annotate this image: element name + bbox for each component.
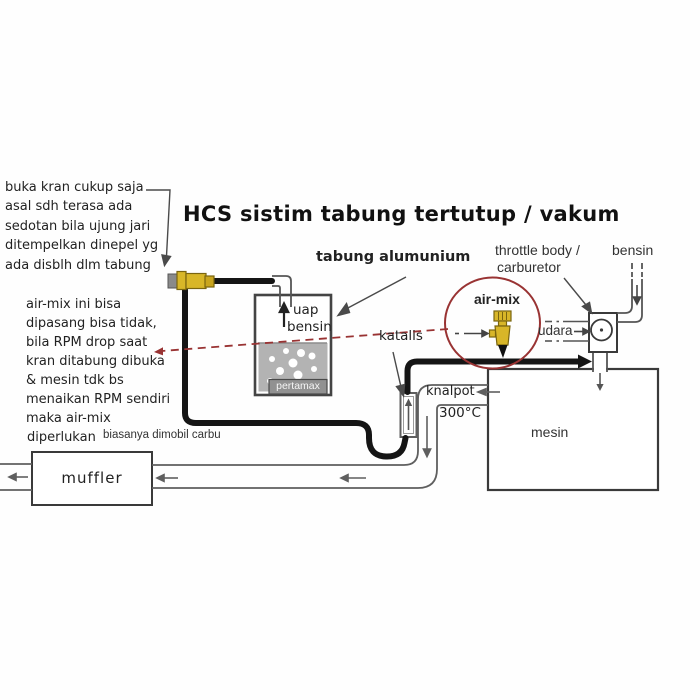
exhaust-temp-label: 300°C: [439, 405, 481, 421]
airmix-note-line: dipasang bisa tidak,: [26, 316, 157, 331]
airmix-note-line: air-mix ini bisa: [26, 297, 122, 312]
engine-label: mesin: [531, 424, 569, 440]
muffler-box: [31, 451, 153, 506]
airmix-note-line: menaikan RPM sendiri: [26, 392, 171, 407]
air-arrows: [455, 327, 591, 338]
airmix-note-line: bila RPM drop saat: [26, 335, 148, 350]
vapor-label-line2: bensin: [287, 319, 332, 335]
carbu-note: biasanya dimobil carbu: [103, 429, 221, 441]
airmix-note-line: kran ditabung dibuka: [26, 354, 165, 369]
fuel-brand-plate: [268, 378, 328, 395]
kran-note-line: ditempelkan dinepel yg: [5, 238, 159, 253]
fuel-valve-icon: [167, 270, 215, 291]
air-mix-label: air-mix: [474, 291, 520, 307]
kran-note-line: ada disblh dlm tabung: [5, 258, 151, 273]
vapor-up-arrow: [278, 301, 290, 327]
kran-note-line: sedotan bila ujung jari: [5, 219, 151, 234]
fuel-brand-label: pertamax: [276, 380, 320, 393]
fuel-label: bensin: [612, 242, 654, 258]
airmix-note-line: maka air-mix: [26, 411, 111, 426]
kran-note-line: asal sdh terasa ada: [5, 199, 133, 214]
label-pointers: [146, 189, 593, 398]
exhaust-flow-arrows: [7, 387, 500, 483]
air-mix-highlight: [154, 276, 541, 370]
fuel-flow-arrow: [632, 285, 642, 306]
airmix-note-line: & mesin tdk bs: [26, 373, 124, 388]
throttle-body: [588, 312, 618, 391]
kran-note-line: buka kran cukup saja: [5, 180, 144, 195]
tank-inlet-pipe: [272, 275, 292, 307]
fuel-line: [617, 263, 643, 323]
diagram-title: HCS sistim tabung tertutup / vakum: [183, 202, 620, 226]
fuel-tank: [253, 293, 333, 397]
exhaust-label: knalpot: [426, 384, 475, 399]
throttle-label-line2: carburetor: [497, 259, 561, 275]
tank-label: tabung alumunium: [316, 249, 471, 265]
exhaust-pipe: [0, 384, 488, 491]
air-mix-valve-icon: [488, 310, 512, 358]
airmix-note-line: diperlukan: [27, 430, 96, 445]
air-label: udara: [538, 323, 573, 338]
throttle-label-line1: throttle body /: [495, 242, 580, 258]
vacuum-hose: [182, 278, 581, 460]
red-dashed-pointer: [161, 328, 449, 352]
hose-arrowhead: [578, 354, 592, 369]
engine-box: [486, 367, 660, 492]
air-intake-lines: [545, 320, 589, 342]
catalyst-unit: [399, 392, 418, 438]
muffler-label: muffler: [61, 469, 123, 487]
catalyst-label: katalis: [379, 328, 423, 344]
vapor-label-line1: uap: [293, 302, 319, 318]
